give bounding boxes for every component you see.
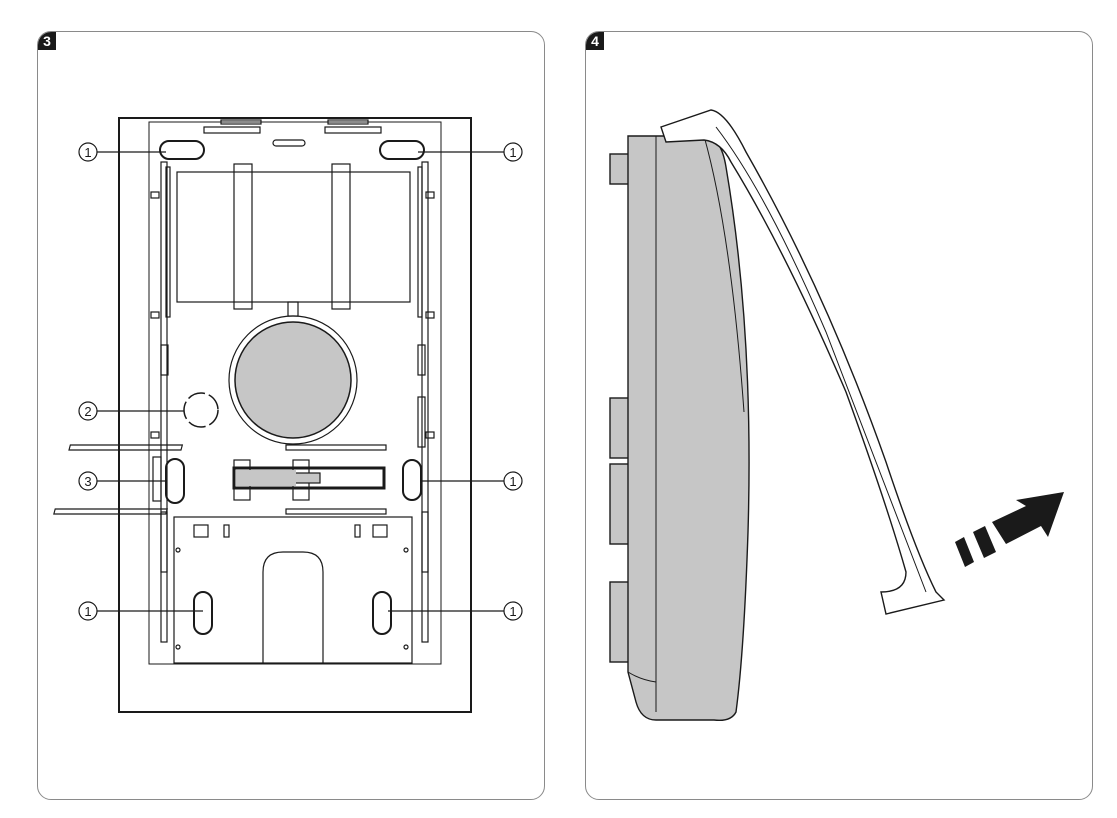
callout-bottom-left: 1 (84, 604, 91, 619)
center-latch (232, 466, 386, 490)
callout-lower-left: 3 (84, 474, 91, 489)
round-cutout (234, 321, 352, 439)
rear-tab (609, 153, 631, 185)
bottom-right-slot (372, 591, 392, 635)
step-3-badge: 3 (38, 32, 56, 50)
bottom-left-slot (193, 591, 213, 635)
step-3-panel: 3 (37, 31, 545, 800)
lower-plate (173, 516, 413, 664)
upper-cutout (176, 171, 411, 303)
top-left-screw-slot (159, 140, 205, 160)
callout-mid-left: 2 (84, 404, 91, 419)
mounting-plate-drawing: 1 1 2 3 1 1 1 (53, 117, 523, 713)
rear-tab (609, 397, 631, 459)
lower-left-slot (165, 458, 185, 504)
step-4-badge: 4 (586, 32, 604, 50)
callout-top-left: 1 (84, 145, 91, 160)
mounting-plate (148, 121, 442, 665)
rear-tab (609, 581, 631, 663)
callout-lower-right: 1 (509, 474, 516, 489)
device-housing (627, 135, 750, 722)
callout-top-right: 1 (509, 145, 516, 160)
removal-direction-arrow (955, 492, 1064, 567)
top-right-screw-slot (379, 140, 425, 160)
rear-tab (609, 463, 631, 545)
cover-frame (660, 109, 946, 615)
outer-frame (118, 117, 472, 713)
callout-bottom-right: 1 (509, 604, 516, 619)
cable-entry-knockout (183, 392, 219, 428)
device-side-view-drawing (609, 109, 1064, 722)
step-4-panel: 4 (585, 31, 1093, 800)
lower-right-slot (402, 459, 422, 501)
